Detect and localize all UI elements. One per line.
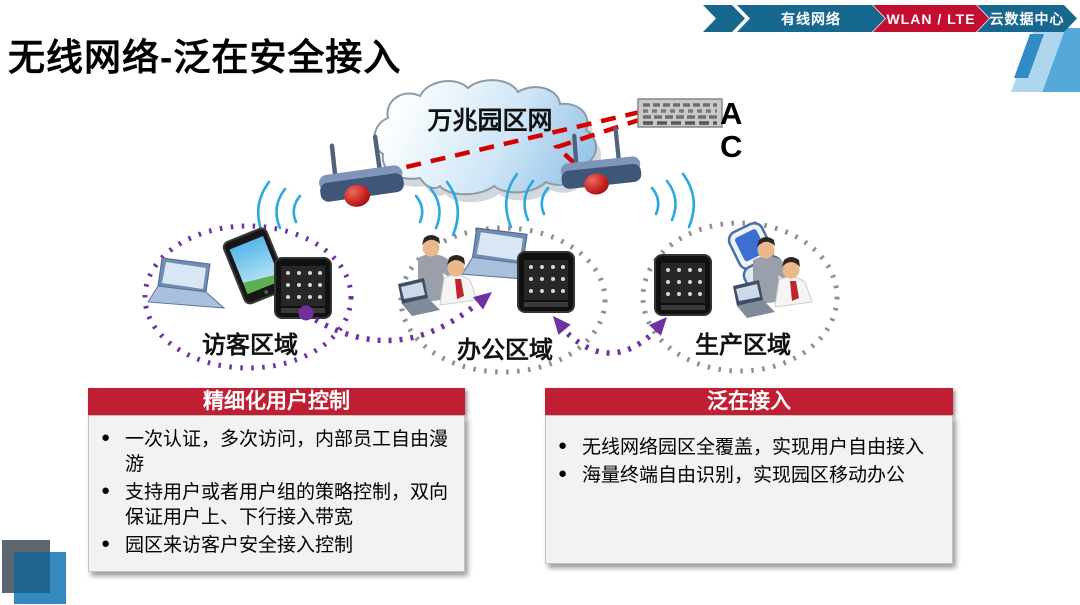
region-label-office: 办公区域 [457, 338, 553, 364]
panel-ubiquitous-access: 泛在接入 无线网络园区全覆盖，实现用户自由接入 海量终端自由识别，实现园区移动办… [545, 388, 953, 564]
region-ellipse-production [640, 220, 840, 374]
panel-user-control-body: 一次认证，多次访问，内部员工自由漫游 支持用户或者用户组的策略控制，双向保证用户… [88, 415, 465, 573]
panel-ubiquitous-access-body: 无线网络园区全覆盖，实现用户自由接入 海量终端自由识别，实现园区移动办公 [545, 415, 953, 564]
cloud-label: 万兆园区网 [427, 108, 553, 135]
ac-label: AC [720, 96, 743, 164]
bullet-item: 无线网络园区全覆盖，实现用户自由接入 [558, 435, 926, 460]
page-title: 无线网络-泛在安全接入 [8, 37, 402, 78]
ipad-office [517, 251, 575, 313]
roaming-arrows [298, 292, 667, 356]
nav-tab-wlan-lte[interactable]: WLAN / LTE [873, 5, 989, 32]
region-label-production: 生产区域 [695, 333, 791, 359]
panel-user-control-header: 精细化用户控制 [88, 388, 465, 415]
bullet-item: 支持用户或者用户组的策略控制，双向保证用户上、下行接入带宽 [101, 480, 452, 530]
panel-user-control: 精细化用户控制 一次认证，多次访问，内部员工自由漫游 支持用户或者用户组的策略控… [88, 388, 465, 573]
laptop-visitor [147, 257, 225, 309]
ipad-production [654, 254, 712, 316]
region-ellipse-visitor [142, 223, 354, 371]
nav-tab-wired[interactable]: 有线网络 [737, 5, 885, 32]
bullet-item: 海量终端自由识别，实现园区移动办公 [558, 463, 926, 488]
ac-device [637, 98, 723, 128]
people-office [397, 234, 478, 317]
wifi-waves [256, 172, 696, 237]
bullet-item: 园区来访客户安全接入控制 [101, 533, 452, 558]
nav-tab-cloud-dc[interactable]: 云数据中心 [977, 5, 1077, 32]
corner-square-overlap [14, 552, 50, 593]
panel-ubiquitous-access-header: 泛在接入 [545, 388, 953, 415]
region-label-visitor: 访客区域 [202, 333, 298, 359]
bullet-item: 一次认证，多次访问，内部员工自由漫游 [101, 427, 452, 477]
region-ellipse-office [398, 225, 608, 375]
